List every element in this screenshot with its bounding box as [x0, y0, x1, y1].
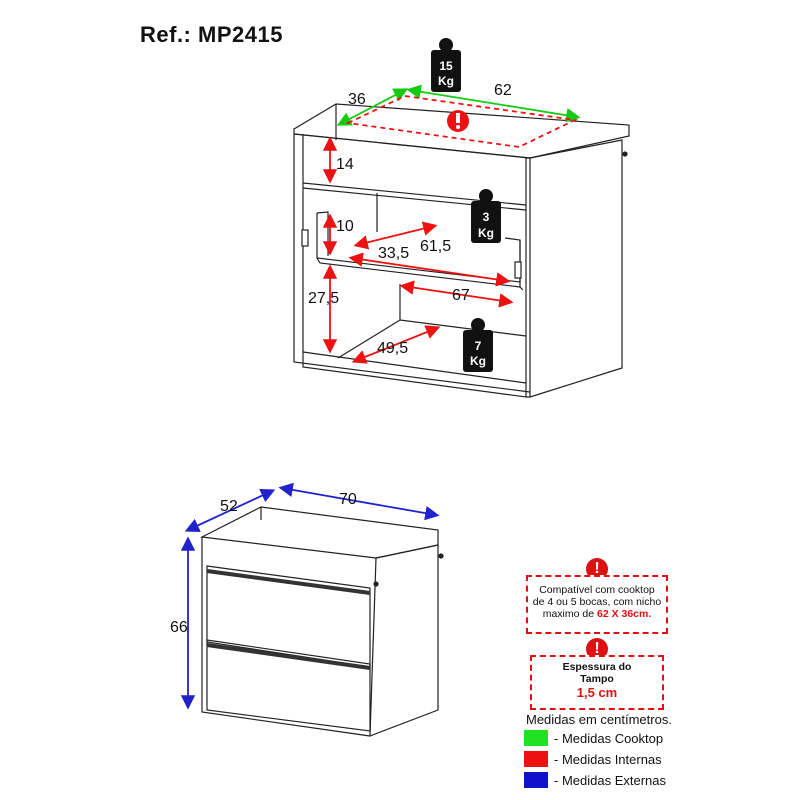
depth-arrow — [184, 489, 276, 532]
legend-item-internal: - Medidas Internas — [524, 750, 662, 768]
cooktop-note-line1: Compatível com cooktop — [539, 584, 655, 596]
label-drawer-width: 61,5 — [420, 238, 451, 255]
cooktop-note-highlight: 62 X 36cm. — [596, 608, 652, 620]
label-cooktop-depth: 36 — [348, 91, 366, 108]
drawer-width-arrow — [348, 252, 511, 287]
label-drawer-depth: 33,5 — [378, 245, 409, 262]
legend-title: Medidas em centímetros. — [526, 712, 672, 727]
label-depth: 52 — [220, 498, 238, 515]
label-lower-depth: 49,5 — [377, 340, 408, 357]
svg-text:15: 15 — [439, 59, 453, 73]
legend-item-external: - Medidas Externas — [524, 771, 666, 789]
thickness-title-line1: Espessura do — [562, 661, 632, 673]
svg-text:7: 7 — [475, 339, 482, 353]
label-lower-height: 27,5 — [308, 290, 339, 307]
open-cabinet-drawing — [293, 103, 630, 398]
closed-cabinet-drawing — [199, 506, 444, 737]
legend-swatch — [524, 730, 548, 746]
label-niche-height: 14 — [336, 156, 354, 173]
svg-text:3: 3 — [483, 210, 490, 224]
legend-swatch — [524, 772, 548, 788]
cooktop-depth-arrow — [336, 88, 409, 126]
cooktop-cutout-outline — [344, 95, 579, 148]
cooktop-note: Compatível com cooktop de 4 ou 5 bocas, … — [526, 575, 668, 634]
thickness-note: Espessura do Tampo 1,5 cm — [530, 655, 664, 710]
warning-icon: ! — [586, 638, 608, 660]
lower-width-arrow — [399, 280, 514, 308]
label-lower-width: 67 — [452, 287, 470, 304]
legend-swatch — [524, 751, 548, 767]
thickness-title-line2: Tampo — [580, 673, 614, 685]
svg-text:Kg: Kg — [478, 226, 494, 240]
drawer-depth-arrow — [353, 221, 438, 250]
label-width: 70 — [339, 491, 357, 508]
svg-text:Kg: Kg — [438, 74, 454, 88]
weight-icon: 7 Kg — [463, 318, 493, 372]
svg-text:Kg: Kg — [470, 354, 486, 368]
cooktop-note-line3: maximo de 62 X 36cm. — [542, 608, 652, 620]
label-cooktop-width: 62 — [494, 82, 512, 99]
weight-icon: 15 Kg — [431, 38, 461, 92]
reference-code: Ref.: MP2415 — [140, 22, 283, 47]
width-arrow — [278, 482, 440, 521]
cooktop-width-arrow — [406, 84, 581, 123]
lower-depth-arrow — [351, 325, 441, 364]
thickness-value: 1,5 cm — [576, 685, 618, 700]
label-height: 66 — [170, 619, 188, 636]
label-drawer-height: 10 — [336, 218, 354, 235]
cooktop-note-line2: de 4 ou 5 bocas, com nicho — [532, 596, 662, 608]
warning-icon — [447, 110, 469, 132]
weight-icon: 3 Kg — [471, 189, 501, 243]
legend-item-cooktop: - Medidas Cooktop — [524, 729, 663, 747]
warning-icon: ! — [586, 558, 608, 580]
